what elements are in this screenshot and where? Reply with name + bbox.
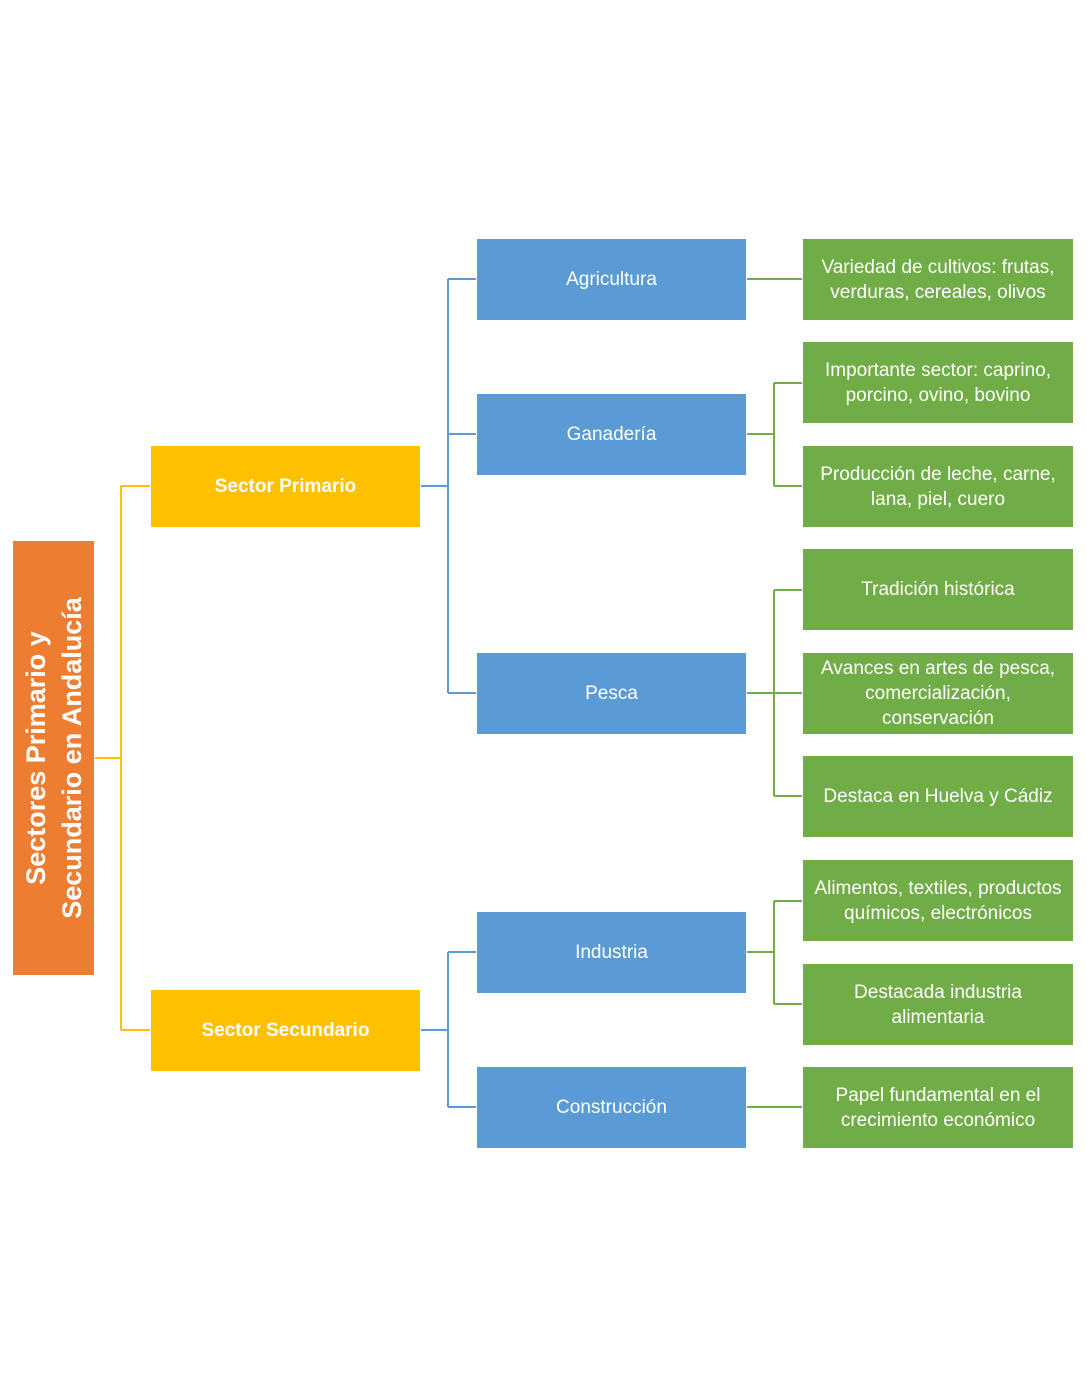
- primario-connectors: [421, 278, 476, 694]
- detail-ganaderia-produccion: Producción de leche, carne, lana, piel, …: [803, 446, 1073, 527]
- root-title: Sectores Primario y Secundario en Andalu…: [18, 597, 90, 919]
- category-pesca: Pesca: [477, 653, 746, 734]
- detail-construccion-papel: Papel fundamental en el crecimiento econ…: [803, 1067, 1073, 1148]
- root-node: Sectores Primario y Secundario en Andalu…: [13, 541, 94, 975]
- detail-agricultura-cultivos: Variedad de cultivos: frutas, verduras, …: [803, 239, 1073, 320]
- detail-pesca-destaca: Destaca en Huelva y Cádiz: [803, 756, 1073, 837]
- detail-industria-productos: Alimentos, textiles, productos químicos,…: [803, 860, 1073, 941]
- detail-ganaderia-sector: Importante sector: caprino, porcino, ovi…: [803, 342, 1073, 423]
- category-construccion: Construcción: [477, 1067, 746, 1148]
- category-industria: Industria: [477, 912, 746, 993]
- root-title-line-1: Sectores Primario y: [20, 631, 51, 885]
- detail-pesca-tradicion: Tradición histórica: [803, 549, 1073, 630]
- secundario-connectors: [421, 951, 476, 1108]
- root-connectors: [95, 485, 150, 1031]
- category-agricultura: Agricultura: [477, 239, 746, 320]
- sector-secundario-node: Sector Secundario: [151, 990, 420, 1071]
- sector-primario-node: Sector Primario: [151, 446, 420, 527]
- root-title-line-2: Secundario en Andalucía: [56, 597, 87, 919]
- detail-industria-alimentaria: Destacada industria alimentaria: [803, 964, 1073, 1045]
- detail-pesca-avances: Avances en artes de pesca, comercializac…: [803, 653, 1073, 734]
- detail-connectors: [747, 278, 802, 1108]
- category-ganaderia: Ganadería: [477, 394, 746, 475]
